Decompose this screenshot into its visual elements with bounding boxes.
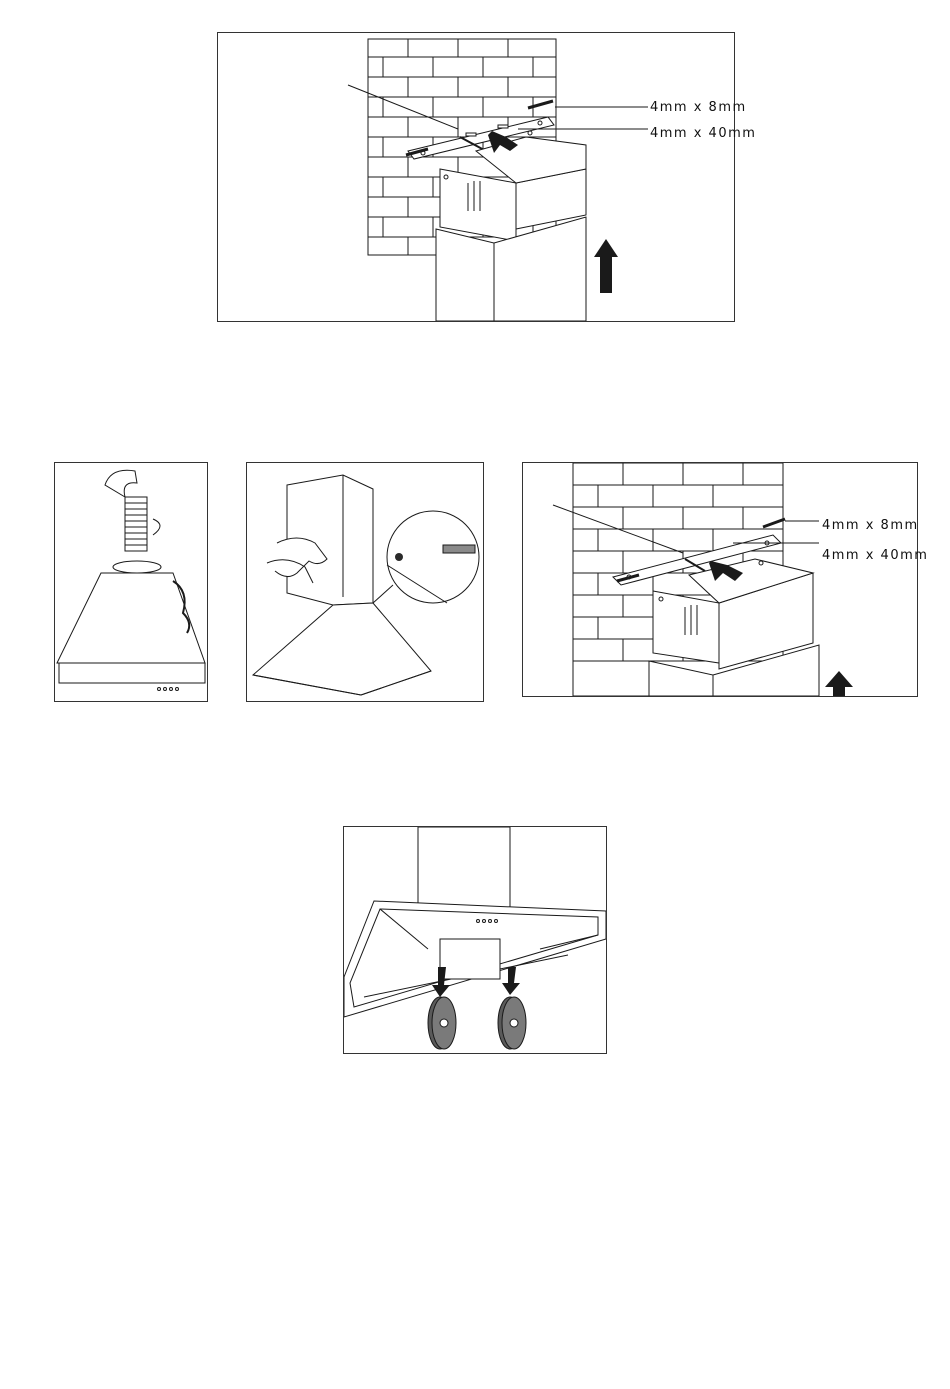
chimney-screw-illustration: [247, 463, 483, 701]
anchor-size-label: 4mm x 40mm: [650, 126, 756, 141]
up-arrow-icon: [825, 671, 853, 696]
wall-bracket-repeat-illustration: [523, 463, 917, 696]
carbon-filter-illustration: [344, 827, 606, 1053]
up-arrow-icon: [594, 239, 618, 293]
figure-chimney-screw: [246, 462, 484, 702]
screw-size-label: 4mm x 8mm: [650, 100, 747, 115]
hood-frame: [344, 901, 606, 1017]
screw-size-label: 4mm x 8mm: [822, 518, 919, 533]
flexible-duct: [105, 470, 147, 551]
filter-right: [498, 997, 526, 1049]
screw-icon: [395, 553, 403, 561]
filter-left: [428, 997, 456, 1049]
chimney: [418, 827, 510, 907]
anchor-size-label: 4mm x 40mm: [822, 548, 928, 563]
hood-body: [57, 561, 205, 691]
figure-wall-bracket-repeat: [522, 462, 918, 697]
figure-carbon-filter: [343, 826, 607, 1054]
hood-canopy: [253, 603, 431, 695]
duct-connection-illustration: [55, 463, 207, 701]
figure-wall-bracket-chimney: [217, 32, 735, 322]
rotate-arrow-icon: [153, 519, 160, 535]
figure-duct-connection: [54, 462, 208, 702]
wall-bracket-illustration: [218, 33, 734, 321]
